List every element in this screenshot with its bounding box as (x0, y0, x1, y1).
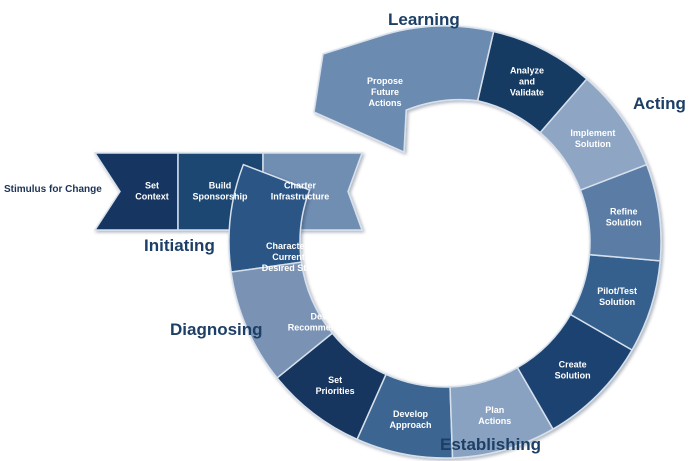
ring-segment-create-solution (516, 313, 634, 431)
cycle-ring (228, 25, 662, 459)
ring-segment-develop-approach (356, 373, 454, 459)
ring-segment-analyze-validate (476, 30, 588, 134)
phase-label-diagnosing: Diagnosing (170, 320, 263, 339)
band-cell-set-context (93, 152, 179, 231)
ring-segment-characterize (228, 163, 311, 273)
ring-segment-propose-future-actions (313, 25, 495, 154)
phase-label-establishing: Establishing (440, 435, 542, 454)
ring-segment-refine-solution (579, 163, 662, 262)
ring-segment-set-priorities (276, 332, 388, 441)
phase-label-learning: Learning (388, 10, 460, 29)
phase-label-initiating: Initiating (144, 236, 215, 255)
phase-label-acting: Acting (633, 94, 686, 113)
ring-segment-develop-recommendations (230, 261, 334, 379)
ring-segment-pilot-test-solution (569, 253, 661, 352)
stimulus-for-change-label: Stimulus for Change (4, 184, 102, 195)
ring-segment-plan-actions (449, 366, 555, 459)
ring-segment-implement-solution (539, 77, 648, 192)
